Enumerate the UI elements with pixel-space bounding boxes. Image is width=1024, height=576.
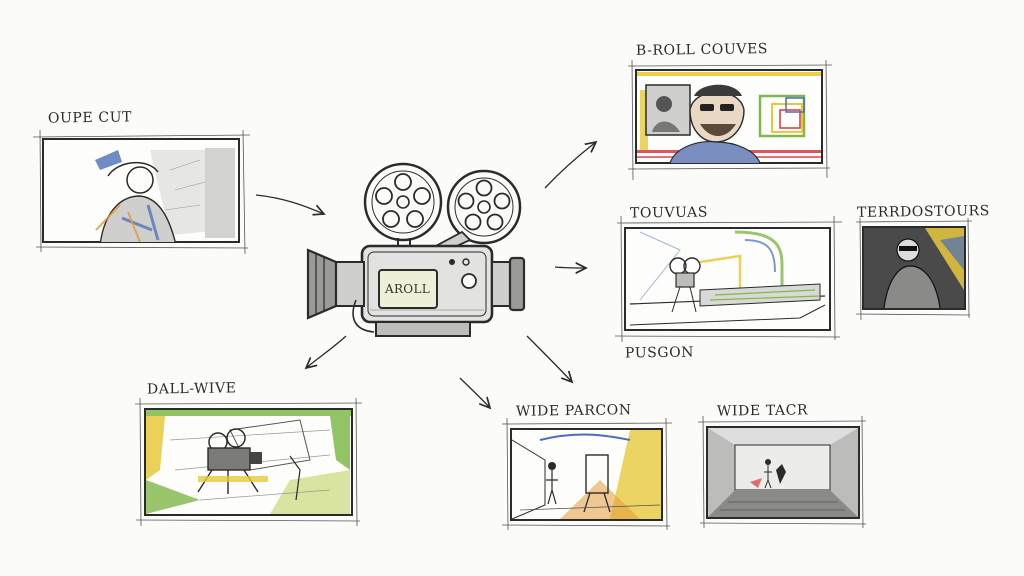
label-touvas: TOUVUAS [629, 204, 709, 222]
camera-screen-label: AROLL [385, 282, 430, 296]
arrow-camera-to-dall-wive [306, 335, 347, 368]
frame-dall-wive [134, 397, 363, 527]
arrow-camera-to-touvas [554, 267, 586, 268]
frame-touvas [614, 215, 843, 343]
arrow-camera-to-wide-parcon-a [459, 377, 490, 408]
frame-wide-parcon [501, 417, 673, 531]
arrow-camera-to-wide-parcon-b [526, 335, 572, 382]
label-wide-tacr: WIDE TACR [716, 402, 809, 420]
frame-b-roll [627, 59, 833, 181]
frame-oupe-cut [32, 129, 251, 255]
label-terrdostours: TERRDOSTOURS [856, 203, 990, 221]
flow-arrows [255, 142, 596, 408]
label-b-roll: B-ROLL COUVES [635, 41, 769, 59]
label-pusgon: PUSGON [624, 344, 695, 362]
arrow-camera-to-b-roll [544, 142, 596, 189]
frame-terrdostours [855, 217, 973, 321]
frame-wide-tacr [697, 415, 867, 529]
film-camera-illustration [306, 162, 526, 337]
label-dall-wive: DALL-WIVE [146, 380, 237, 398]
arrow-oupe-cut-to-camera [255, 194, 324, 214]
label-wide-parcon: WIDE PARCON [515, 402, 632, 420]
label-oupe-cut: OUPE CUT [47, 109, 133, 127]
